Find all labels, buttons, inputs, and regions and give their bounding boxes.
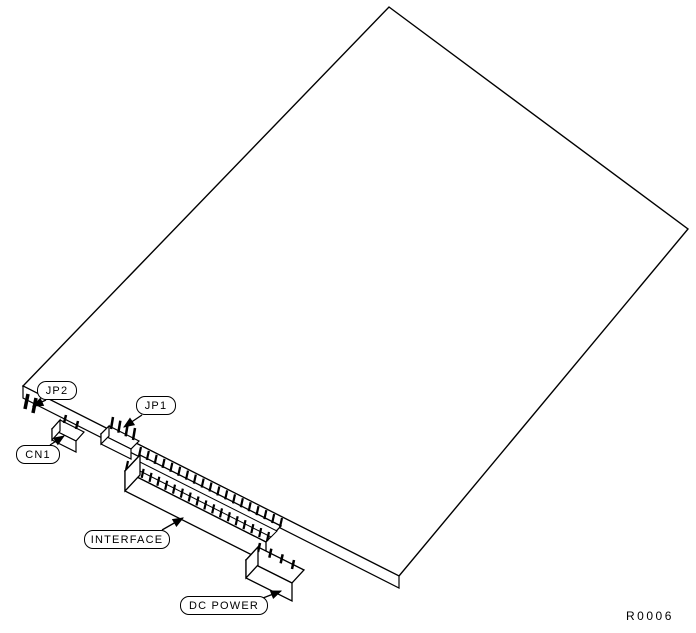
jp2-label-text: JP2 xyxy=(45,384,69,397)
interface-pins-front-row xyxy=(124,460,271,542)
interface-connector xyxy=(123,446,284,564)
jp1-label-text: JP1 xyxy=(144,399,168,412)
board-top-surface xyxy=(21,6,690,577)
jp2-leader-line xyxy=(31,397,47,407)
circuit-board xyxy=(21,6,690,589)
label-jp1: JP1 xyxy=(136,396,176,415)
interface-pins-back-row xyxy=(137,446,284,528)
label-dc-power: DC POWER xyxy=(180,596,268,615)
label-interface: INTERFACE xyxy=(84,530,170,549)
drawing-ref-code: R0006 xyxy=(626,609,674,623)
label-cn1: CN1 xyxy=(16,445,60,464)
jp1-leader-line xyxy=(123,414,143,428)
label-jp2: JP2 xyxy=(37,381,77,400)
jp1-connector xyxy=(99,416,141,460)
dc-power-label-text: DC POWER xyxy=(188,599,260,612)
leader-lines xyxy=(31,397,283,599)
cn1-label-text: CN1 xyxy=(25,448,51,461)
dc-power-side-face xyxy=(245,545,259,580)
interface-label-text: INTERFACE xyxy=(90,533,164,546)
cn1-pins xyxy=(62,414,80,430)
interface-leader-line xyxy=(161,517,184,531)
cn1-side-face xyxy=(51,418,61,442)
cn1-leader-line xyxy=(49,435,65,446)
dc-power-connector xyxy=(244,542,306,603)
jp1-side-face xyxy=(100,424,110,446)
interface-side-face xyxy=(124,453,141,493)
dc-power-leader-line xyxy=(262,590,283,599)
